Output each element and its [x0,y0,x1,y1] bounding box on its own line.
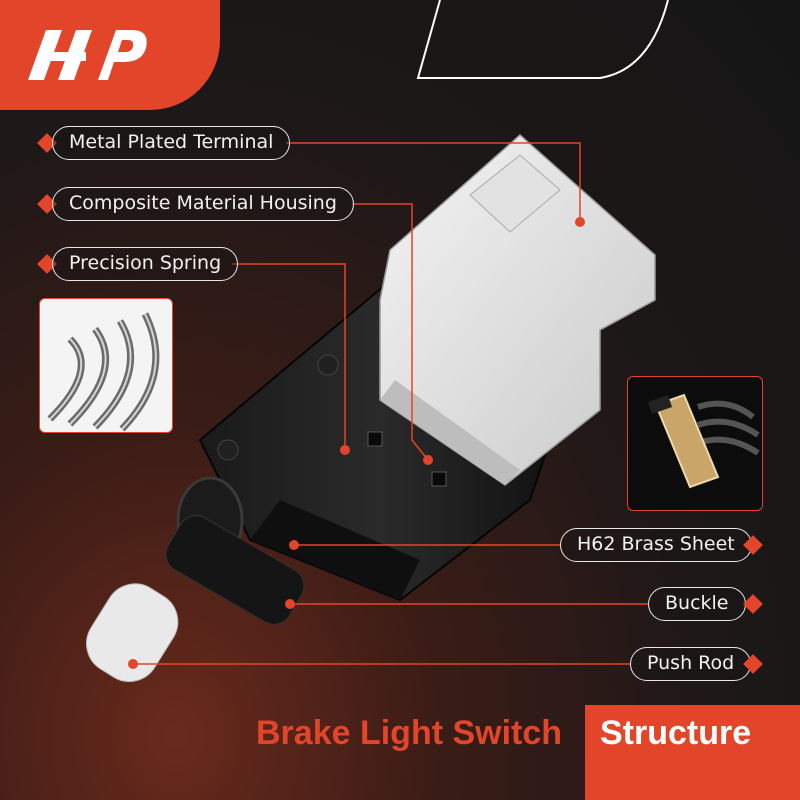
label-precision-spring: Precision Spring [52,247,239,281]
title-part1: Brake Light Switch [256,714,563,752]
label-buckle: Buckle [648,587,746,621]
label-metal-plated-terminal: Metal Plated Terminal [52,126,291,160]
title-band [585,705,800,800]
logo-panel [0,0,220,110]
decorative-swoosh [416,0,669,79]
label-composite-material-housing: Composite Material Housing [52,187,354,221]
title-part2: Structure [600,714,752,752]
label-h62-brass-sheet: H62 Brass Sheet [560,528,752,562]
ap-logo-icon [28,30,147,80]
spring-closeup-icon [39,298,173,433]
brass-sheet-closeup-icon [627,376,763,511]
label-push-rod: Push Rod [630,647,752,681]
